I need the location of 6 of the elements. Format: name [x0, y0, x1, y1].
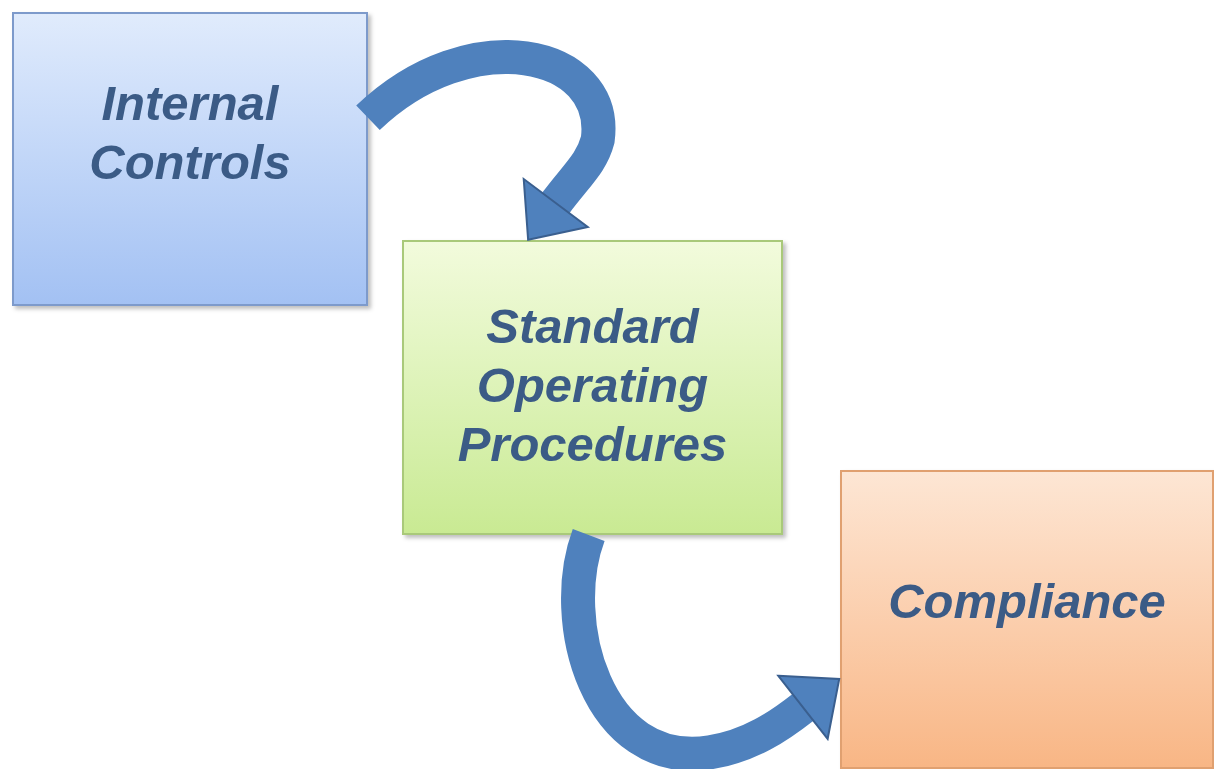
box-label: Compliance — [888, 573, 1166, 630]
box-label: Standard Operating Procedures — [456, 298, 729, 473]
process-box — [840, 470, 1214, 769]
process-box — [402, 240, 783, 535]
process-box — [12, 12, 368, 306]
box-label: Internal Controls — [88, 75, 292, 191]
